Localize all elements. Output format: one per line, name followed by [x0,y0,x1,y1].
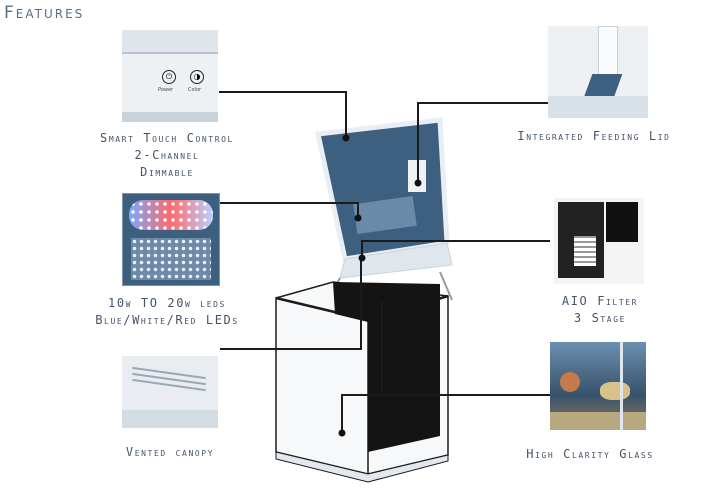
led-panel [353,195,417,235]
color-icon: ◑ [190,70,204,84]
vented-canopy-thumb [122,356,218,428]
page-title: Features [4,3,85,23]
feeding-lid-thumb [548,26,648,118]
glass-thumb [550,342,646,430]
glass-label: High Clarity Glass [526,447,654,461]
filter-label: AIO Filter 3 Stage [561,294,639,325]
filter-wall [333,282,440,452]
touch-control-label: Smart Touch Control 2-Channel Dimmable [100,131,234,179]
color-label: Color [188,87,202,93]
feeding-lid-label: Integrated Feeding Lid [517,129,671,143]
power-icon: ⏻ [162,70,176,84]
touch-control-thumb: ⏻ ◑ Power Color [122,30,218,122]
leds-label: 10w TO 20w leds Blue/White/Red LEDs [95,296,239,327]
tank-lid [314,117,450,262]
leds-thumb [122,193,220,286]
vented-canopy-label: Vented canopy [125,445,215,459]
power-label: Power [158,87,174,93]
filter-thumb [554,198,644,284]
